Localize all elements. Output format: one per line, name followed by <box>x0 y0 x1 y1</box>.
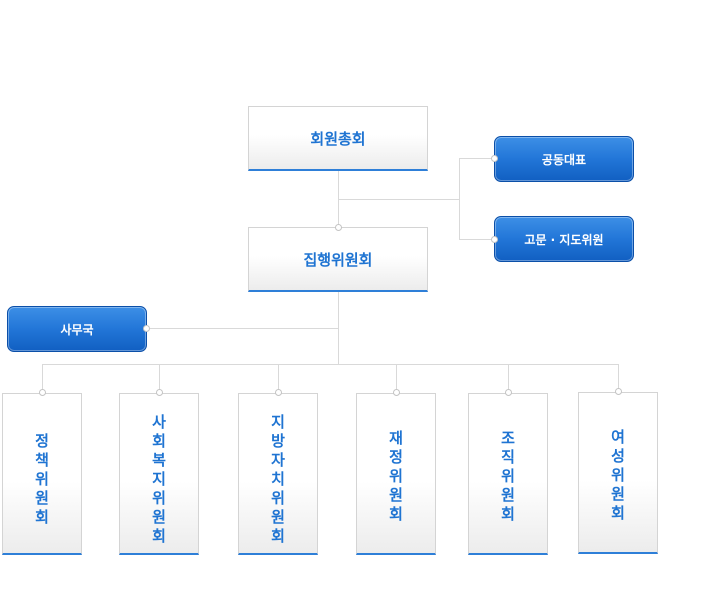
committee-finance: 재정위원회 <box>356 393 436 555</box>
committee-local-autonomy: 지방자치위원회 <box>238 393 318 555</box>
committee-welfare: 사회복지위원회 <box>119 393 199 555</box>
connector-to-office <box>146 328 339 329</box>
executive-committee-box: 집행위원회 <box>248 227 428 292</box>
node-dot-committee-1 <box>39 389 46 396</box>
node-dot-advisor <box>491 236 498 243</box>
connector-committee-5 <box>508 364 509 393</box>
connector-top-to-exec <box>338 170 339 229</box>
committee-finance-label: 재정위원회 <box>389 429 403 523</box>
node-dot-committee-2 <box>156 389 163 396</box>
connector-committee-2 <box>159 364 160 393</box>
co-representative-label: 공동대표 <box>541 152 587 167</box>
node-dot-committee-6 <box>615 388 622 395</box>
secretariat-box: 사무국 <box>7 306 147 352</box>
connector-exec-down <box>338 291 339 364</box>
committee-organization-label: 조직위원회 <box>501 429 515 523</box>
committee-organization: 조직위원회 <box>468 393 548 555</box>
connector-committee-1 <box>42 364 43 393</box>
executive-committee-label: 집행위원회 <box>303 250 373 269</box>
connector-committee-bus <box>42 364 619 365</box>
connector-committee-4 <box>396 364 397 393</box>
connector-committee-6 <box>618 364 619 393</box>
committee-welfare-label: 사회복지위원회 <box>152 413 166 545</box>
node-dot-committee-3 <box>275 389 282 396</box>
advisor-box: 고문 · 지도위원 <box>494 216 634 262</box>
node-dot-exec-top <box>335 224 342 231</box>
connector-side-horizontal <box>339 199 460 200</box>
secretariat-label: 사무국 <box>60 322 94 337</box>
connector-committee-3 <box>278 364 279 393</box>
co-representative-box: 공동대표 <box>494 136 634 182</box>
committee-policy: 정책위원회 <box>2 393 82 555</box>
committee-women: 여성위원회 <box>578 392 658 554</box>
committee-local-autonomy-label: 지방자치위원회 <box>271 413 285 545</box>
general-assembly-label: 회원총회 <box>310 129 366 148</box>
connector-to-advisor <box>459 239 495 240</box>
connector-to-co-rep <box>459 158 495 159</box>
node-dot-office <box>143 325 150 332</box>
connector-side-vertical <box>459 158 460 240</box>
general-assembly-box: 회원총회 <box>248 106 428 171</box>
node-dot-committee-5 <box>505 389 512 396</box>
node-dot-committee-4 <box>393 389 400 396</box>
node-dot-co-rep <box>491 155 498 162</box>
advisor-label: 고문 · 지도위원 <box>524 232 604 247</box>
committee-women-label: 여성위원회 <box>611 428 625 522</box>
committee-policy-label: 정책위원회 <box>35 432 49 526</box>
